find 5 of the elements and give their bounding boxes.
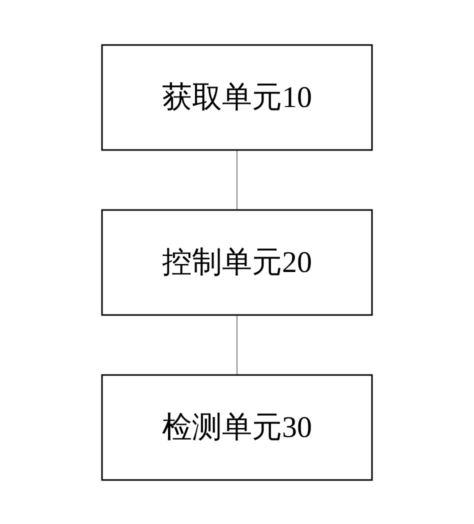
node-box: 控制单元20 — [101, 208, 373, 316]
node-box: 检测单元30 — [101, 374, 373, 480]
connector — [236, 149, 238, 210]
node-box: 获取单元10 — [101, 44, 373, 150]
connector — [236, 314, 238, 375]
